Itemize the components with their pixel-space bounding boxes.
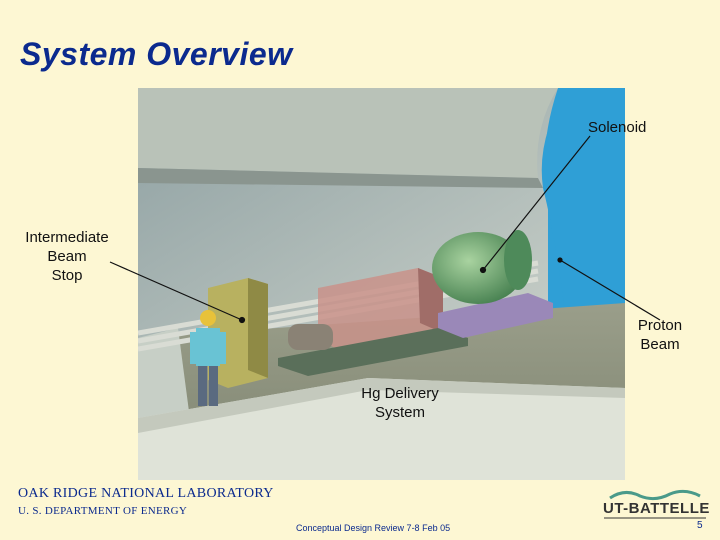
slide-title: System Overview (20, 36, 293, 72)
proton-beam-label: Proton Beam (637, 317, 683, 353)
page-number: 5 (697, 520, 703, 531)
solenoid-label: Solenoid (588, 119, 647, 136)
department-name: U. S. DEPARTMENT OF ENERGY (18, 505, 188, 517)
footer-text: Conceptual Design Review 7-8 Feb 05 (296, 523, 451, 533)
intermediate-beam-stop-label: Intermediate Beam Stop (25, 229, 109, 284)
system-rendering (138, 88, 625, 480)
lab-name: OAK RIDGE NATIONAL LABORATORY (18, 486, 274, 501)
hg-delivery-system-label: Hg Delivery System (361, 385, 439, 421)
logo-text: UT-BATTELLE (603, 500, 710, 517)
ut-battelle-logo (604, 489, 706, 519)
